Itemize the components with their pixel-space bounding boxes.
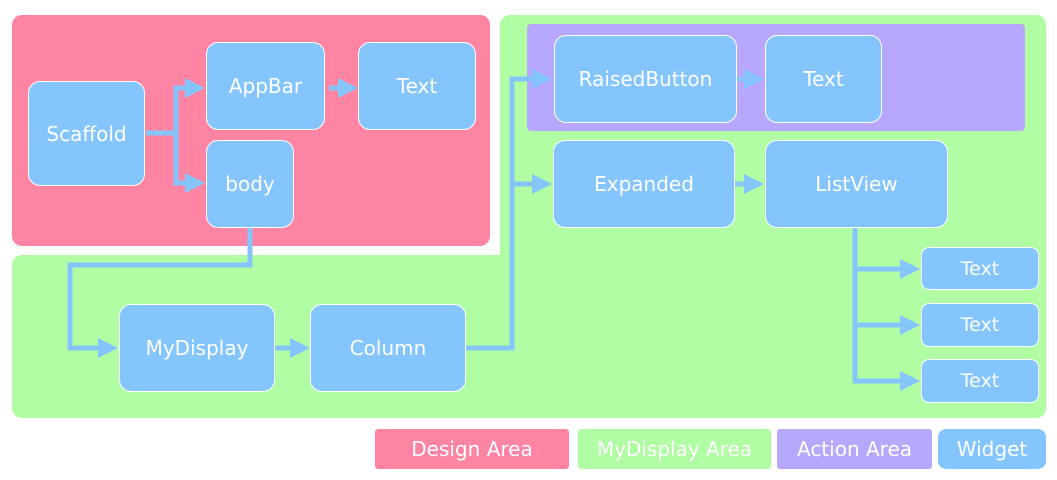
mydisplay-node: MyDisplay — [119, 304, 275, 392]
raised-button-node: RaisedButton — [554, 35, 737, 123]
arrow-scaffold-to-appbar — [146, 78, 205, 136]
legend-design-area: Design Area — [375, 429, 569, 469]
arrow-listview-to-text-2 — [852, 269, 920, 335]
list-text-node-3: Text — [921, 359, 1039, 403]
scaffold-node: Scaffold — [28, 81, 145, 186]
list-text-node-2: Text — [921, 303, 1039, 347]
arrow-column-to-raisedbutton — [466, 69, 552, 351]
list-text-node-1: Text — [921, 247, 1039, 290]
expanded-node: Expanded — [553, 140, 735, 228]
button-text-node: Text — [765, 35, 882, 123]
arrow-scaffold-to-body — [173, 133, 205, 193]
body-node: body — [206, 140, 294, 228]
column-node: Column — [310, 304, 466, 392]
legend-action-area: Action Area — [777, 429, 932, 469]
listview-node: ListView — [765, 140, 948, 228]
arrow-listview-to-text-1 — [852, 226, 920, 279]
appbar-node: AppBar — [206, 42, 325, 130]
appbar-text-node: Text — [358, 42, 476, 130]
legend-mydisplay-area: MyDisplay Area — [578, 429, 771, 469]
legend-widget: Widget — [938, 429, 1046, 469]
arrow-listview-to-text-3 — [852, 325, 920, 391]
arrow-body-to-mydisplay — [67, 228, 253, 358]
